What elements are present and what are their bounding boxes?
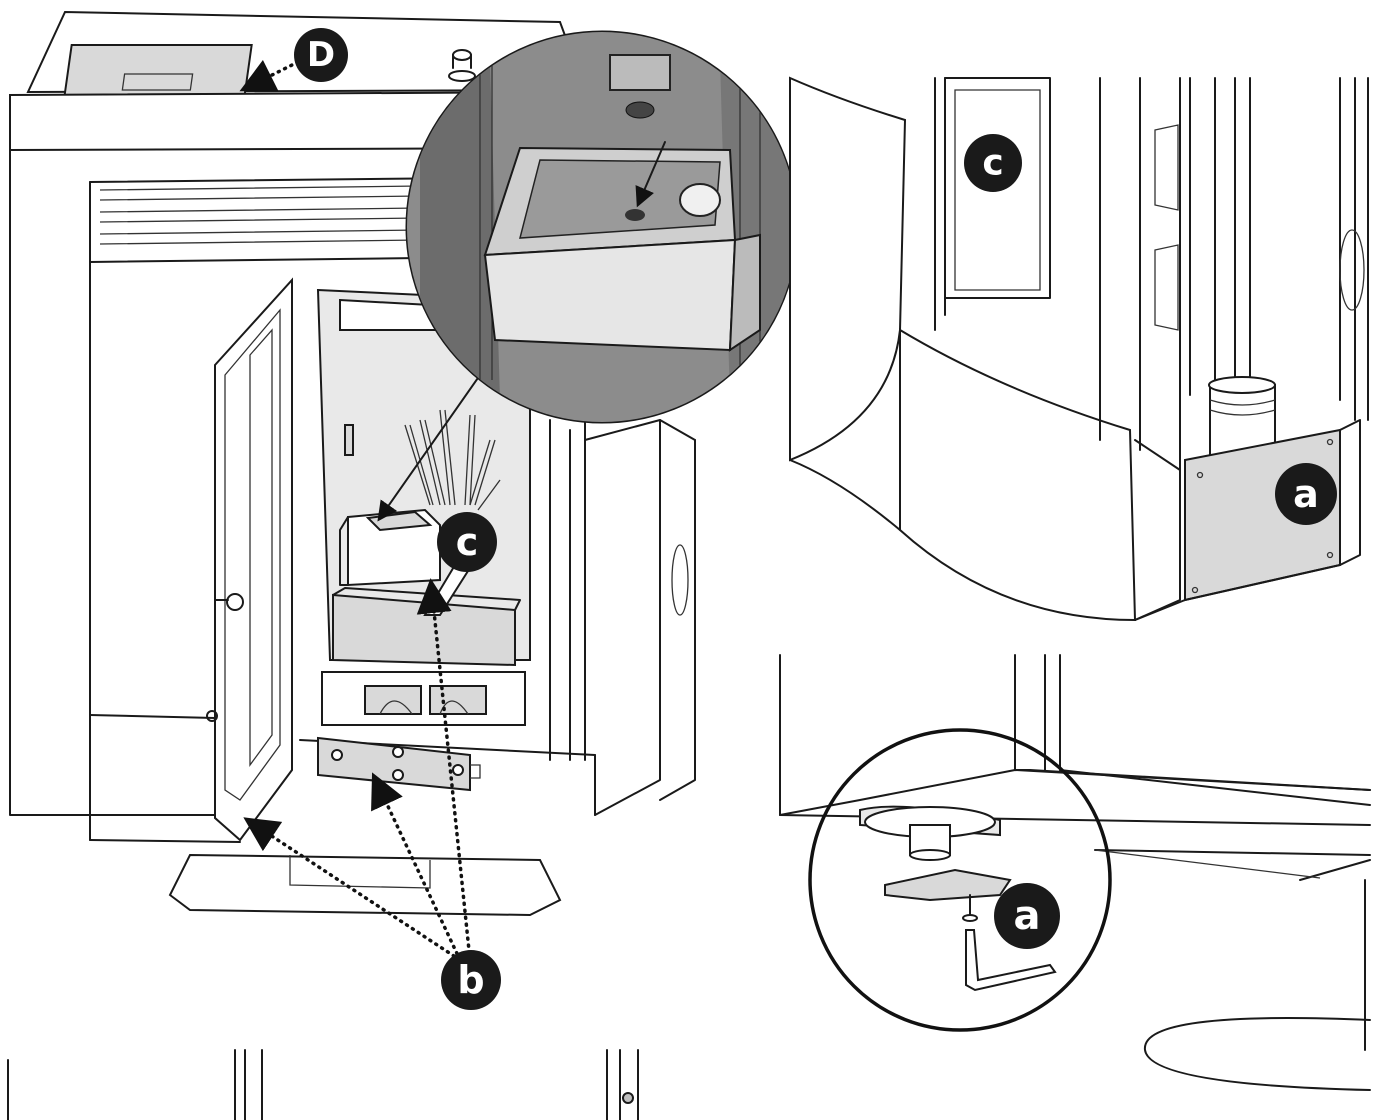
leader-b-ash bbox=[416, 578, 472, 962]
ash-drawer bbox=[332, 593, 516, 667]
vent-louvers bbox=[99, 185, 421, 245]
hex-key-icon bbox=[965, 929, 1057, 992]
callout-c-stove: c bbox=[437, 512, 497, 572]
callout-c-side: c bbox=[964, 134, 1022, 192]
inspection-cover bbox=[317, 736, 481, 792]
svg-text:a: a bbox=[1293, 472, 1319, 516]
leader-b-cover bbox=[371, 772, 462, 962]
callout-a-panel: a bbox=[1275, 463, 1337, 525]
svg-text:D: D bbox=[307, 35, 335, 75]
leveling-foot-detail bbox=[779, 654, 1371, 1091]
arrow-icon bbox=[377, 374, 481, 522]
leveling-foot-bracket bbox=[884, 868, 1012, 902]
burn-pot-zoom bbox=[405, 30, 799, 424]
svg-text:a: a bbox=[1014, 893, 1041, 939]
svg-text:c: c bbox=[456, 520, 479, 564]
svg-text:b: b bbox=[457, 958, 484, 1002]
control-panel-d bbox=[63, 44, 253, 96]
next-figure-partial bbox=[7, 1049, 639, 1120]
leader-d bbox=[239, 59, 300, 92]
stove-main-view bbox=[9, 10, 696, 962]
svg-text:c: c bbox=[982, 143, 1003, 184]
callout-d: D bbox=[294, 28, 348, 82]
callout-b: b bbox=[441, 950, 501, 1010]
stove-door bbox=[206, 277, 293, 842]
stove-side-view bbox=[789, 76, 1369, 622]
callout-a-foot: a bbox=[994, 883, 1060, 949]
leader-b-door bbox=[243, 817, 462, 962]
floor-plate bbox=[168, 853, 562, 917]
